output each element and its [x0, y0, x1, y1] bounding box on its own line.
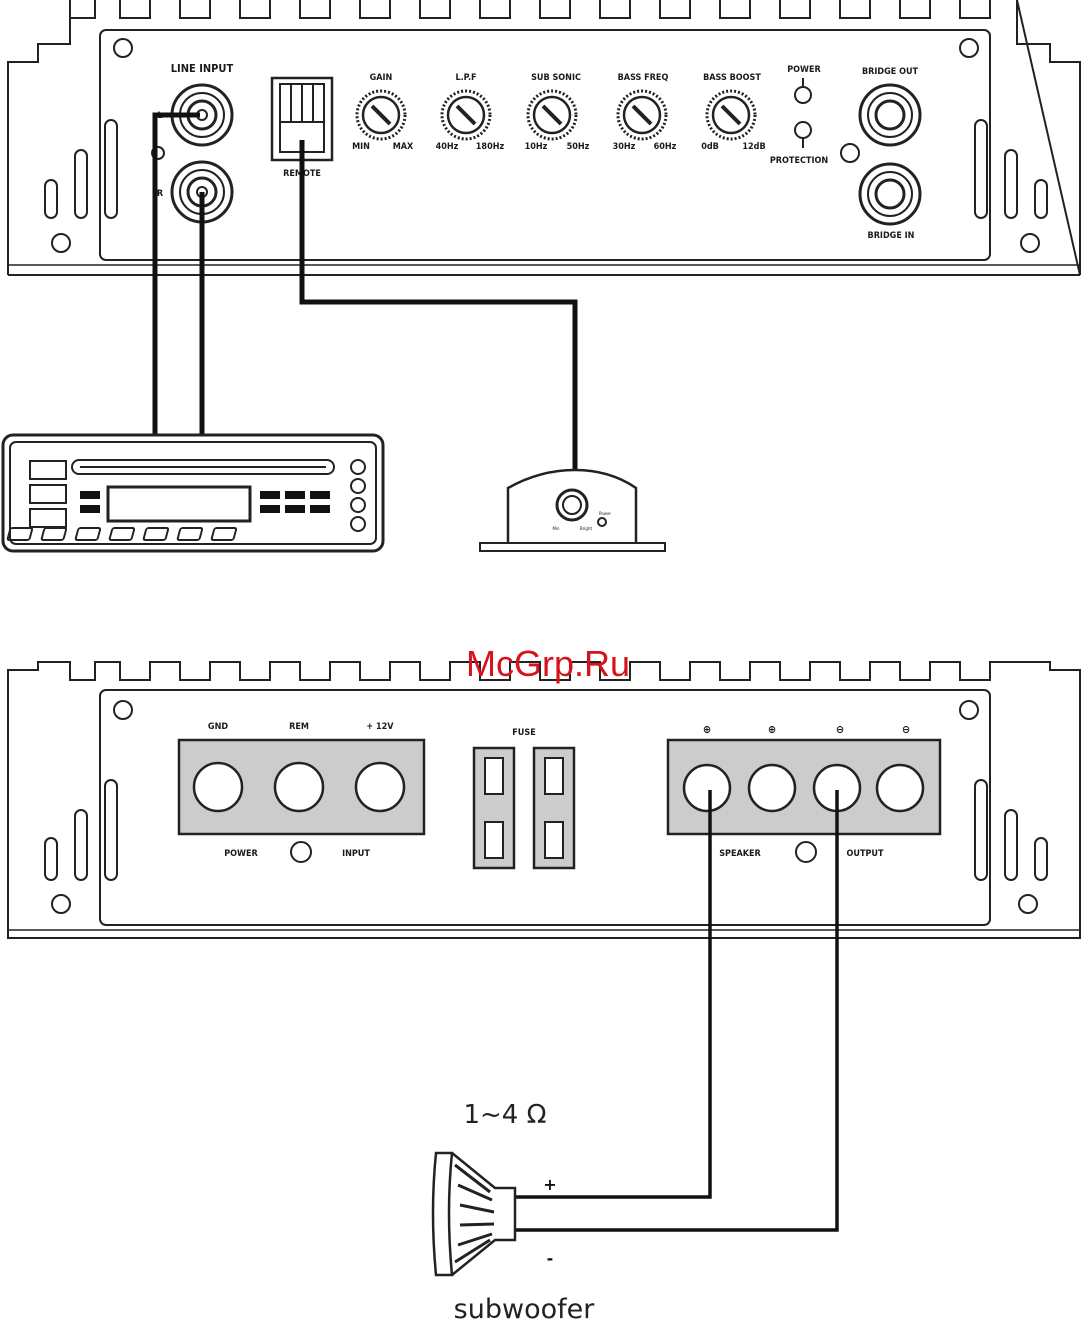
output-label: OUTPUT: [846, 849, 883, 859]
sub-sonic-min-label: 10Hz: [525, 142, 548, 152]
remote-power-label: Power: [599, 511, 611, 516]
mount-hole: [960, 39, 978, 57]
head-unit-button: [30, 461, 66, 479]
fuse-label: FUSE: [512, 728, 535, 738]
speaker-minus-label: -: [547, 1249, 554, 1268]
head-unit-keys: [80, 491, 330, 513]
bridge-out-label: BRIDGE OUT: [862, 67, 919, 77]
remote-power-led: [598, 518, 606, 526]
bridge-out-jack[interactable]: [860, 85, 920, 145]
bass-boost-knob[interactable]: [707, 91, 755, 139]
mount-hole: [960, 701, 978, 719]
power-label: POWER: [787, 65, 821, 75]
speaker-terminal-1[interactable]: [684, 765, 730, 811]
remote-left-label: Min: [552, 526, 560, 531]
mount-hole: [52, 895, 70, 913]
speaker-label: SPEAKER: [719, 849, 761, 859]
front-heatsink-fins: [70, 0, 990, 18]
rear-vents-right: [975, 780, 1047, 880]
speaker-labels: 1~4 Ω + - subwoofer: [454, 1100, 596, 1324]
bridge-in-jack[interactable]: [860, 164, 920, 224]
lpf-max-label: 180Hz: [476, 142, 505, 152]
head-unit-knob: [351, 460, 365, 474]
indicator-dot: [841, 144, 859, 162]
head-unit-display: [108, 487, 250, 521]
gain-knob[interactable]: [357, 91, 405, 139]
lpf-knob[interactable]: [442, 91, 490, 139]
remote-cable: [302, 140, 575, 470]
bass-freq-knob[interactable]: [618, 91, 666, 139]
amplifier-rear-panel: [8, 662, 1080, 938]
bass-freq-max-label: 60Hz: [654, 142, 677, 152]
rem-label: REM: [289, 722, 309, 732]
watermark: McGrp.Ru: [466, 643, 630, 684]
terminal-sign-3: ⊖: [836, 723, 844, 736]
mount-hole: [114, 39, 132, 57]
plus12v-terminal[interactable]: [356, 763, 404, 811]
mount-hole: [114, 701, 132, 719]
sub-sonic-label: SUB SONIC: [531, 73, 581, 83]
protection-label: PROTECTION: [770, 156, 828, 166]
front-vents-left: [45, 120, 117, 218]
gnd-terminal[interactable]: [194, 763, 242, 811]
power-indicator: [291, 842, 311, 862]
subwoofer-label: subwoofer: [454, 1294, 596, 1324]
fuse-2[interactable]: [534, 748, 574, 868]
protection-led: [795, 122, 811, 148]
mount-hole: [1021, 234, 1039, 252]
speaker-terminal-2[interactable]: [749, 765, 795, 811]
bass-boost-label: BASS BOOST: [703, 73, 761, 83]
rear-power-label: POWER: [224, 849, 258, 859]
gnd-label: GND: [208, 722, 228, 732]
lpf-label: L.P.F: [455, 73, 476, 83]
head-unit-button: [30, 509, 66, 527]
front-vents-right: [975, 120, 1047, 218]
speaker-terminal-4[interactable]: [877, 765, 923, 811]
fuse-1[interactable]: [474, 748, 514, 868]
head-unit-preset-buttons: [0, 528, 237, 540]
bridge-in-label: BRIDGE IN: [868, 231, 915, 241]
terminal-sign-2: ⊕: [768, 723, 776, 736]
lpf-min-label: 40Hz: [436, 142, 459, 152]
bass-freq-min-label: 30Hz: [613, 142, 636, 152]
rear-input-label: INPUT: [342, 849, 370, 859]
remote-level-knob[interactable]: [557, 490, 587, 520]
bass-boost-min-label: 0dB: [701, 142, 719, 152]
head-unit: [0, 435, 383, 551]
power-led: [795, 78, 811, 103]
amplifier-front-panel: [8, 0, 1080, 275]
speaker-plus-label: +: [543, 1175, 556, 1194]
gain-min-label: MIN: [352, 142, 370, 152]
head-unit-button: [30, 485, 66, 503]
plus12v-label: + 12V: [366, 722, 394, 732]
gain-label: GAIN: [370, 73, 393, 83]
impedance-label: 1~4 Ω: [463, 1100, 546, 1130]
bass-boost-max-label: 12dB: [742, 142, 765, 152]
bass-freq-label: BASS FREQ: [618, 73, 669, 83]
subwoofer: [433, 1153, 515, 1275]
gain-max-label: MAX: [393, 142, 414, 152]
head-unit-knob: [351, 498, 365, 512]
rear-vents-left: [45, 780, 117, 880]
head-unit-knob: [351, 517, 365, 531]
terminal-sign-4: ⊖: [902, 723, 910, 736]
mount-hole: [1019, 895, 1037, 913]
sub-sonic-knob[interactable]: [528, 91, 576, 139]
line-input-label: LINE INPUT: [171, 62, 234, 75]
right-channel-label: R: [157, 189, 164, 199]
terminal-sign-1: ⊕: [703, 723, 711, 736]
remote-bass-control: [480, 470, 665, 551]
sub-sonic-max-label: 50Hz: [567, 142, 590, 152]
head-unit-knob: [351, 479, 365, 493]
speaker-indicator: [796, 842, 816, 862]
rem-terminal[interactable]: [275, 763, 323, 811]
mount-hole: [52, 234, 70, 252]
remote-right-label: Bright: [580, 526, 593, 531]
